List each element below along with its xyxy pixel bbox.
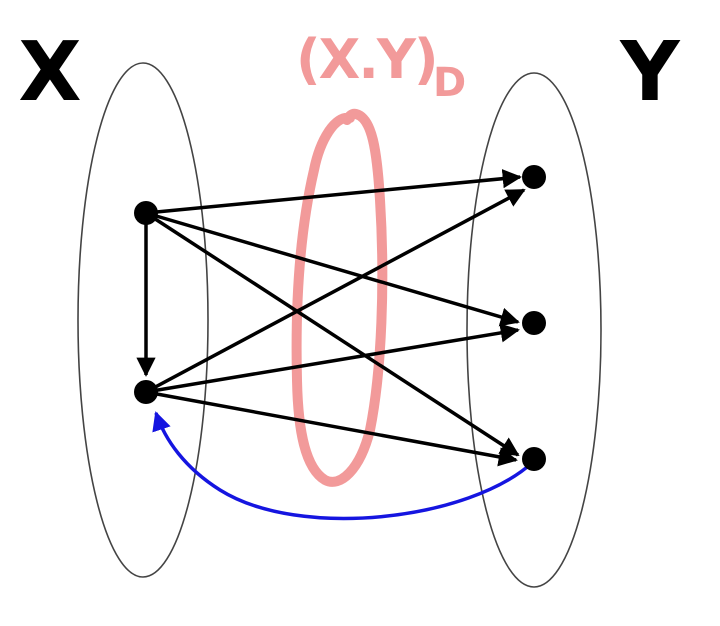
node-x1: [134, 201, 158, 225]
label-relation-subscript: D: [433, 60, 466, 106]
edge-x2-y1: [145, 188, 526, 394]
label-relation: (X.Y): [296, 28, 437, 91]
node-y1: [522, 165, 546, 189]
edge-y3-x2-back: [152, 411, 535, 521]
set-y-outline: [466, 72, 602, 588]
relation-highlight-loop: [291, 108, 388, 487]
edge-x1-y2: [145, 211, 520, 327]
node-x2: [134, 380, 158, 404]
set-x-outline: [77, 62, 209, 578]
node-y2: [522, 311, 546, 335]
edge-x1-y3: [145, 211, 520, 457]
label-set-y: Y: [619, 25, 681, 120]
edge-x1-y1: [145, 169, 522, 215]
node-y3: [522, 447, 546, 471]
label-set-x: X: [18, 25, 81, 120]
edge-x2-y2: [145, 323, 520, 394]
edge-x2-y3: [145, 390, 518, 467]
